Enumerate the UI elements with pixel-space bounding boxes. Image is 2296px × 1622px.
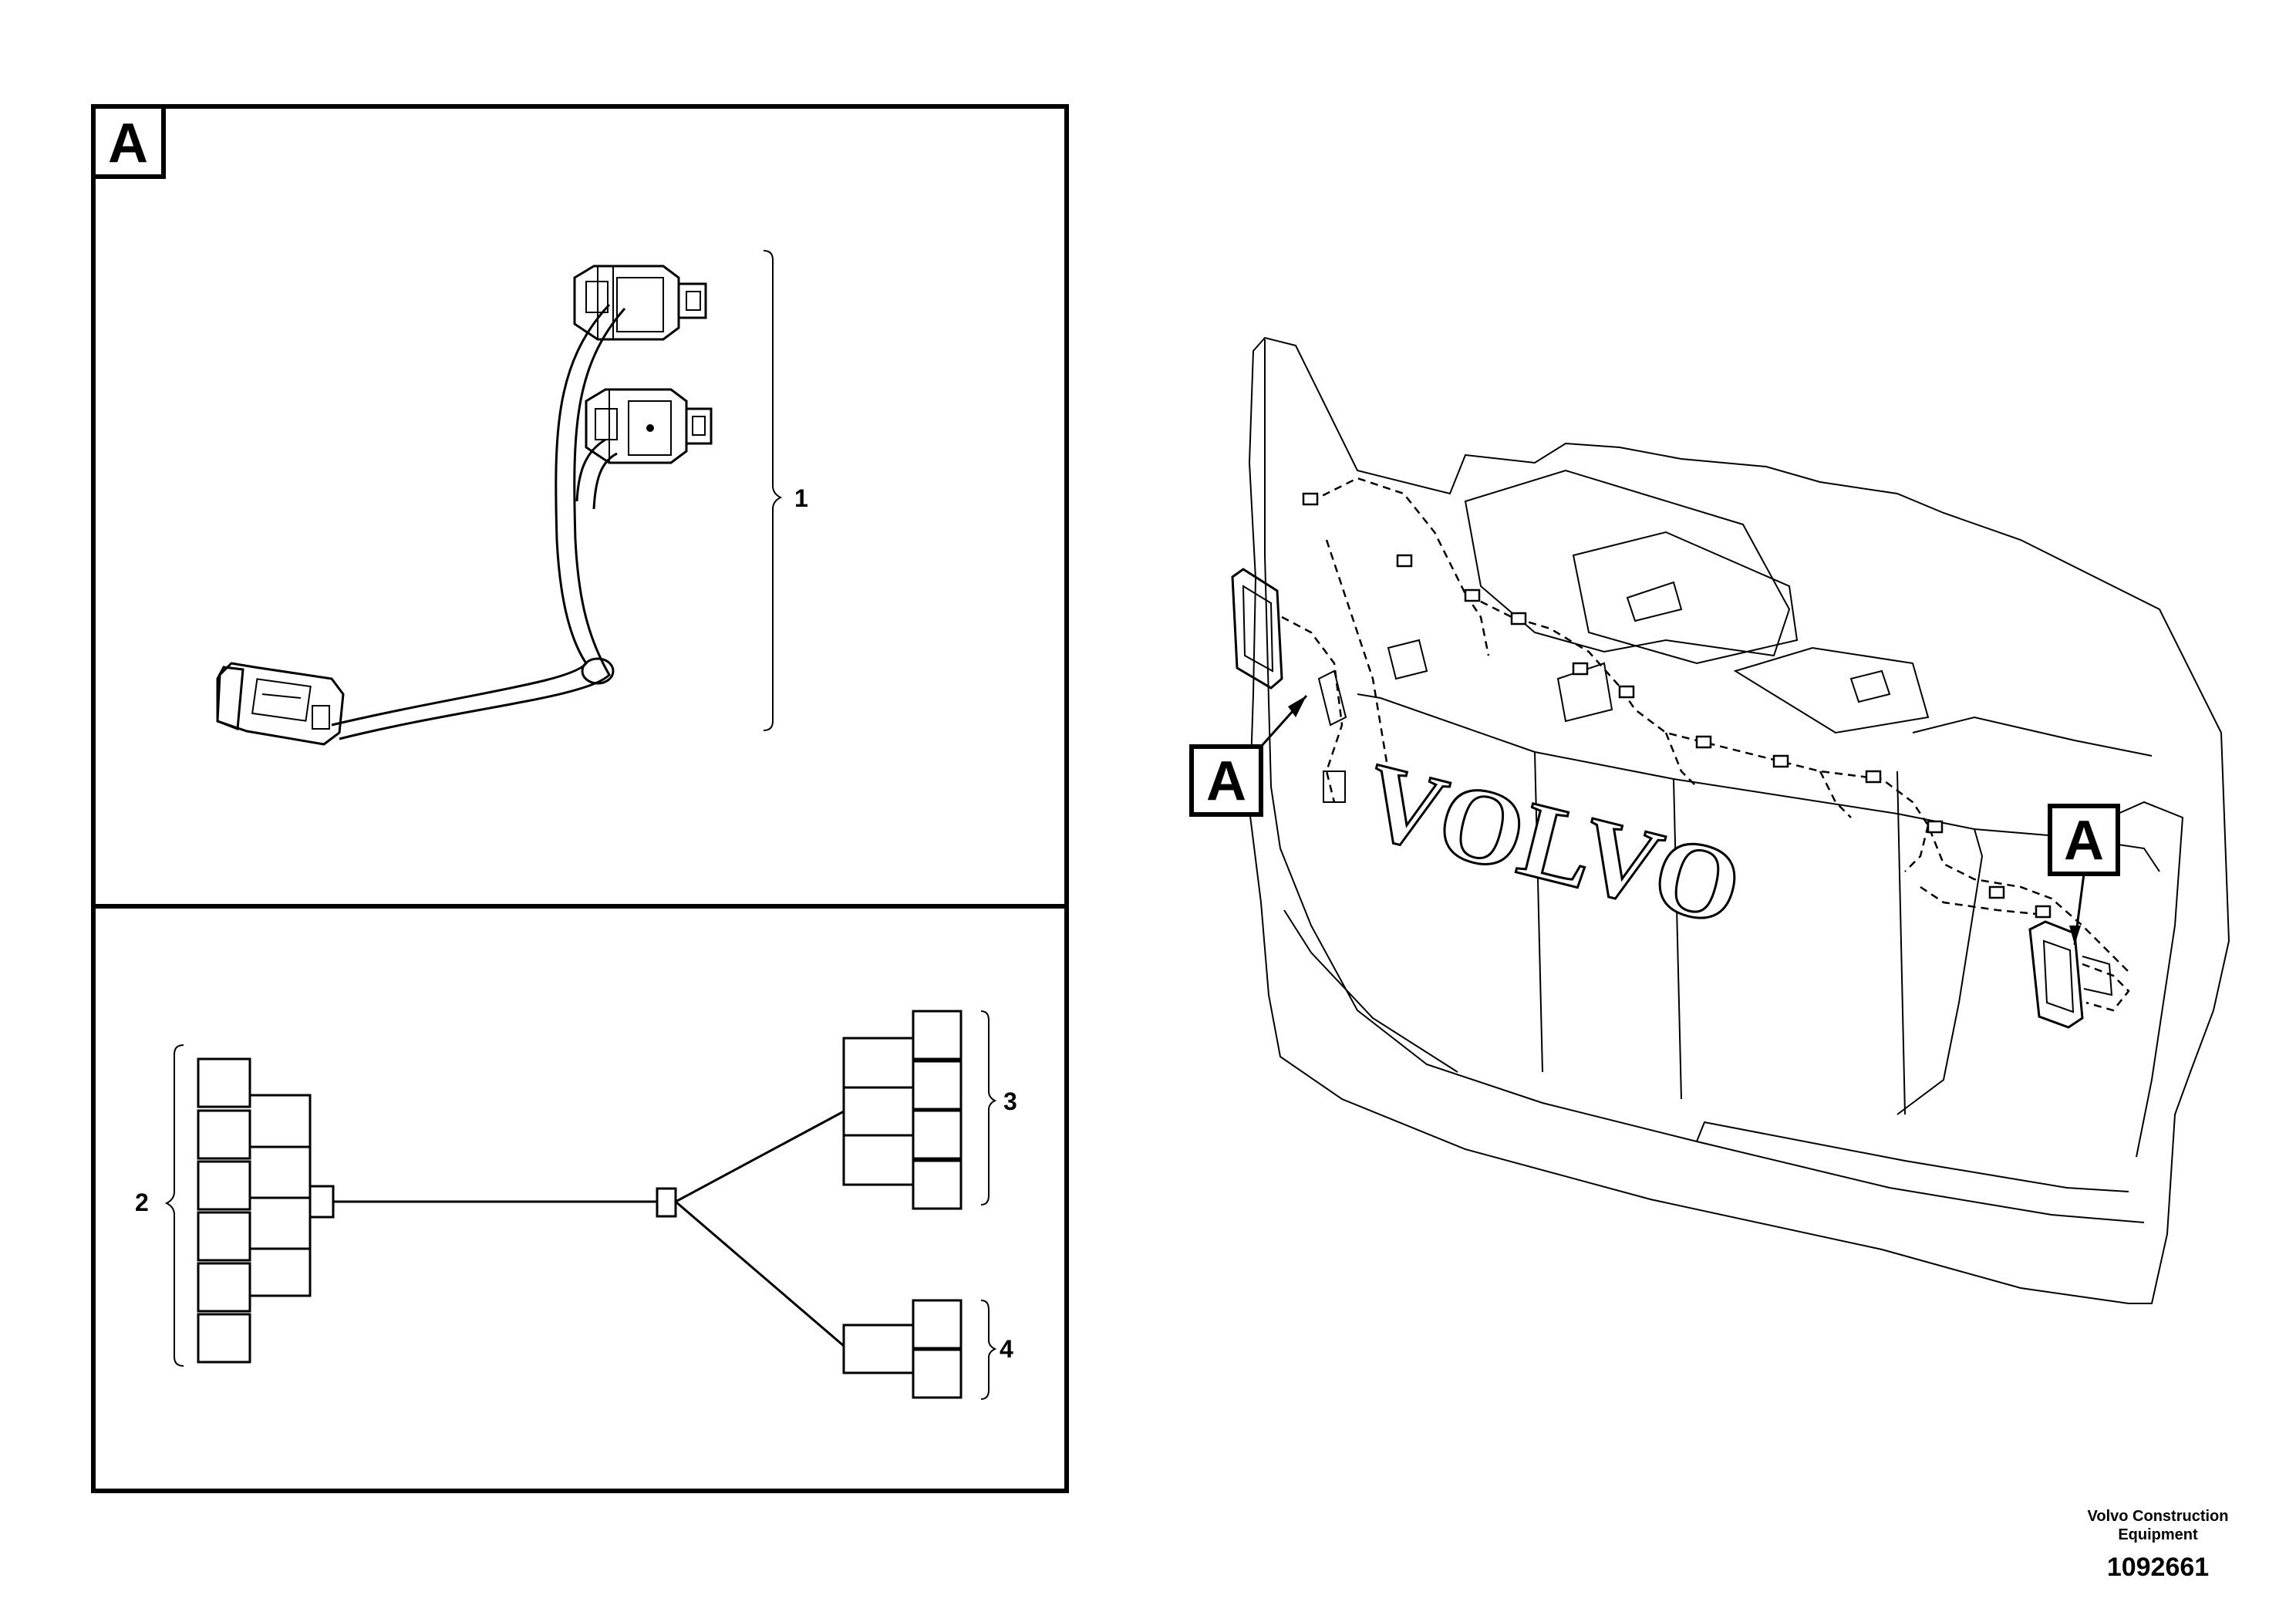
central-splice <box>656 1187 677 1218</box>
wire-to-group-4 <box>675 1200 845 1347</box>
harness-schematic <box>197 1010 963 1399</box>
connector-bottom <box>216 662 345 746</box>
bracket-item-1 <box>763 250 783 731</box>
lamp-right <box>2028 920 2130 1029</box>
company-line-1: Volvo Construction <box>2088 1508 2229 1525</box>
harness-bend <box>581 657 615 685</box>
wire-to-group-3 <box>675 1110 845 1203</box>
cavity <box>197 1211 251 1262</box>
connector-top <box>573 265 707 341</box>
cavity <box>197 1057 251 1108</box>
harness-cable-inner <box>339 308 626 740</box>
harness-branch-inner <box>592 452 618 510</box>
callout-2: 2 <box>135 1189 149 1216</box>
panel-seams <box>1534 751 1906 1115</box>
bevel-bottom <box>1696 1121 2129 1192</box>
location-marker-left: A <box>1189 695 1308 817</box>
housing-left <box>1464 469 1791 657</box>
wiring-branches <box>1464 593 1930 872</box>
company-line-2: Equipment <box>2118 1526 2198 1543</box>
housing-mid <box>1572 531 1799 665</box>
brackets <box>1626 581 1891 703</box>
cavity <box>197 1262 251 1313</box>
callout-3: 3 <box>1003 1088 1017 1115</box>
counterweight-outline <box>1248 336 2230 1304</box>
callout-1: 1 <box>794 484 808 512</box>
volvo-badge: VOLVO <box>1354 740 1753 949</box>
right-side <box>2074 801 2184 1158</box>
detail-panel-frame <box>91 104 1069 1493</box>
detail-label: A <box>108 113 148 174</box>
drawing-number: 1092661 <box>2107 1553 2209 1582</box>
bracket-item-4 <box>980 1300 997 1400</box>
harness-cable-outer <box>331 303 611 727</box>
callout-4: 4 <box>1000 1335 1013 1363</box>
housing-right <box>1733 646 1930 734</box>
right-recess <box>1896 828 1984 1115</box>
harness-branch <box>575 438 606 502</box>
wire-harness-illustration <box>216 265 713 746</box>
bevel-lower <box>1264 339 2145 1223</box>
connector-stack-right-bottom <box>842 1299 963 1399</box>
footer: Volvo Construction Equipment 1092661 <box>2088 1508 2229 1582</box>
location-marker-left-label: A <box>1206 750 1246 812</box>
bracket-item-2 <box>164 1044 184 1367</box>
location-marker-right: A <box>2048 804 2120 946</box>
lamp-left <box>1231 568 1347 803</box>
route-connectors <box>1302 492 2052 919</box>
connector-middle <box>585 388 713 464</box>
cavity <box>197 1313 251 1364</box>
connector-stack-right-top <box>842 1010 963 1210</box>
machine-illustration: VOLVO A A <box>1189 336 2230 1304</box>
wiring-route-lower <box>1920 885 2037 916</box>
wiring-route-left <box>1325 539 1390 772</box>
cavity <box>197 1160 251 1211</box>
bracket-item-3 <box>980 1010 997 1206</box>
housing-details <box>1387 639 1613 723</box>
wiring-route-main <box>1310 477 2129 973</box>
detail-label-box <box>91 104 166 179</box>
detail-panel: A <box>91 104 1069 1493</box>
bevel-left <box>1283 909 1458 1073</box>
location-marker-right-label: A <box>2064 810 2104 872</box>
connector-stack-left <box>197 1057 657 1364</box>
top-right-edge <box>1912 716 2153 757</box>
cavity <box>197 1109 251 1160</box>
